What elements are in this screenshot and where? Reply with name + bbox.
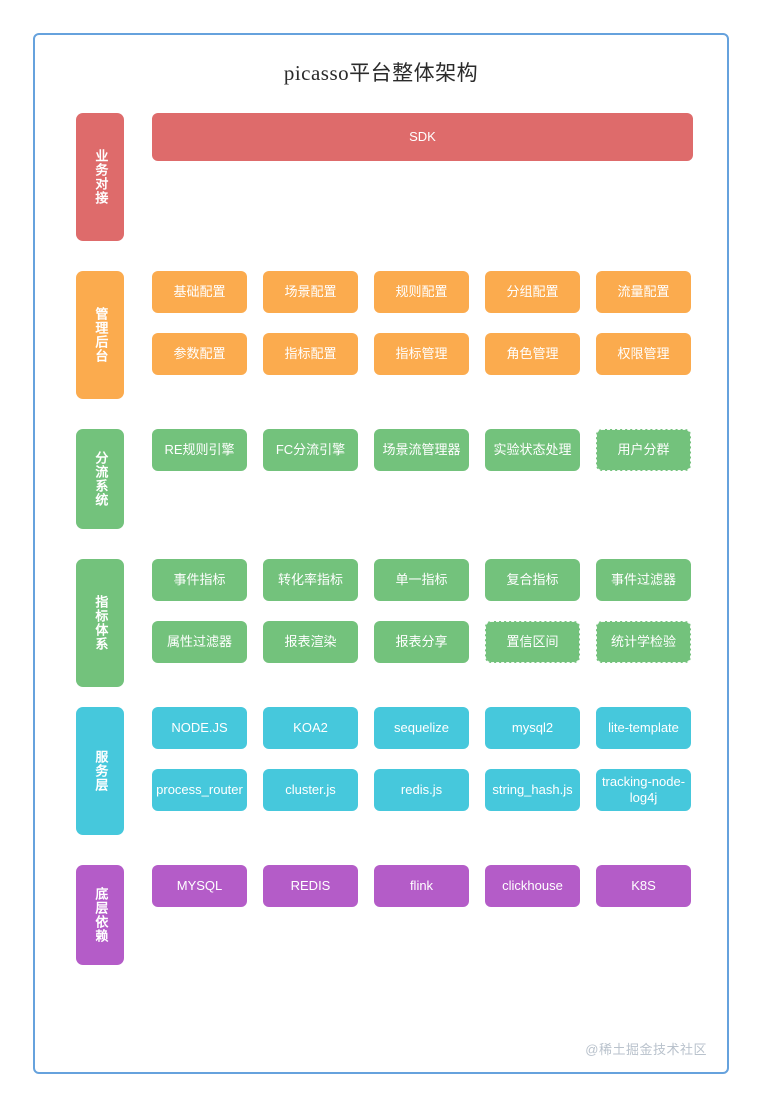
card-row: 基础配置场景配置规则配置分组配置流量配置 [152,271,727,313]
layer-admin: 管理后台基础配置场景配置规则配置分组配置流量配置参数配置指标配置指标管理角色管理… [35,271,727,399]
card-row: SDK [152,113,727,161]
card-admin-1-0[interactable]: 参数配置 [152,333,247,375]
card-service-0-0[interactable]: NODE.JS [152,707,247,749]
card-service-1-4[interactable]: tracking-node-log4j [596,769,691,811]
layer-service: 服务层 NODE.JS KOA2 sequelize mysql2 lite-templa… [35,707,727,835]
layer-label-text: 底层依赖 [93,887,109,943]
layer-label-text: 指标体系 [93,595,109,651]
card-service-1-2[interactable]: redis.js [374,769,469,811]
layer-label-service[interactable]: 服务层 [76,707,124,835]
card-metric-1-4[interactable]: 统计学检验 [596,621,691,663]
card-split-0-0[interactable]: RE规则引擎 [152,429,247,471]
layer-label-metric[interactable]: 指标体系 [76,559,124,687]
layer-label-split[interactable]: 分流系统 [76,429,124,529]
card-metric-1-1[interactable]: 报表渲染 [263,621,358,663]
card-row: 事件指标转化率指标单一指标复合指标事件过滤器 [152,559,727,601]
layer-body-business: SDK [152,113,727,161]
card-business-0-0[interactable]: SDK [152,113,693,161]
layer-label-text: 服务层 [93,750,109,792]
card-row: MYSQL REDIS flink clickhouse K8S [152,865,727,907]
card-service-0-2[interactable]: sequelize [374,707,469,749]
card-admin-0-3[interactable]: 分组配置 [485,271,580,313]
card-metric-0-4[interactable]: 事件过滤器 [596,559,691,601]
card-service-1-1[interactable]: cluster.js [263,769,358,811]
card-metric-1-3[interactable]: 置信区间 [485,621,580,663]
card-admin-0-2[interactable]: 规则配置 [374,271,469,313]
card-admin-0-1[interactable]: 场景配置 [263,271,358,313]
card-row: NODE.JS KOA2 sequelize mysql2 lite-template [152,707,727,749]
layer-label-text: 业务对接 [93,149,109,205]
layer-body-service: NODE.JS KOA2 sequelize mysql2 lite-template p… [152,707,727,811]
page-title: picasso平台整体架构 [283,61,479,85]
card-admin-0-0[interactable]: 基础配置 [152,271,247,313]
card-service-1-0[interactable]: process_router [152,769,247,811]
card-infra-0-0[interactable]: MYSQL [152,865,247,907]
layer-body-admin: 基础配置场景配置规则配置分组配置流量配置参数配置指标配置指标管理角色管理权限管理 [152,271,727,375]
card-infra-0-1[interactable]: REDIS [263,865,358,907]
card-split-0-1[interactable]: FC分流引擎 [263,429,358,471]
card-service-1-3[interactable]: string_hash.js [485,769,580,811]
card-split-0-2[interactable]: 场景流管理器 [374,429,469,471]
layer-split: 分流系统 RE规则引擎 FC分流引擎场景流管理器实验状态处理用户分群 [35,429,727,529]
card-admin-1-4[interactable]: 权限管理 [596,333,691,375]
layer-label-infra[interactable]: 底层依赖 [76,865,124,965]
layer-infra: 底层依赖 MYSQL REDIS flink clickhouse K8S [35,865,727,965]
layer-body-infra: MYSQL REDIS flink clickhouse K8S [152,865,727,907]
card-metric-0-1[interactable]: 转化率指标 [263,559,358,601]
layer-business: 业务对接 SDK [35,113,727,241]
card-metric-0-2[interactable]: 单一指标 [374,559,469,601]
card-metric-1-0[interactable]: 属性过滤器 [152,621,247,663]
card-service-0-1[interactable]: KOA2 [263,707,358,749]
card-row: 参数配置指标配置指标管理角色管理权限管理 [152,333,727,375]
card-admin-1-2[interactable]: 指标管理 [374,333,469,375]
layer-metric: 指标体系事件指标转化率指标单一指标复合指标事件过滤器属性过滤器报表渲染报表分享置… [35,559,727,687]
card-row: process_router cluster.js redis.js string_h… [152,769,727,811]
card-infra-0-2[interactable]: flink [374,865,469,907]
layer-label-text: 分流系统 [93,451,109,507]
watermark: @稀土掘金技术社区 [585,1042,707,1057]
card-admin-0-4[interactable]: 流量配置 [596,271,691,313]
layer-body-metric: 事件指标转化率指标单一指标复合指标事件过滤器属性过滤器报表渲染报表分享置信区间统… [152,559,727,663]
card-infra-0-3[interactable]: clickhouse [485,865,580,907]
card-service-0-4[interactable]: lite-template [596,707,691,749]
card-infra-0-4[interactable]: K8S [596,865,691,907]
card-row: 属性过滤器报表渲染报表分享置信区间统计学检验 [152,621,727,663]
card-service-0-3[interactable]: mysql2 [485,707,580,749]
card-metric-0-0[interactable]: 事件指标 [152,559,247,601]
card-metric-1-2[interactable]: 报表分享 [374,621,469,663]
card-split-0-4[interactable]: 用户分群 [596,429,691,471]
layer-body-split: RE规则引擎 FC分流引擎场景流管理器实验状态处理用户分群 [152,429,727,471]
card-admin-1-1[interactable]: 指标配置 [263,333,358,375]
layer-label-admin[interactable]: 管理后台 [76,271,124,399]
card-admin-1-3[interactable]: 角色管理 [485,333,580,375]
architecture-diagram-frame: picasso平台整体架构 业务对接 SDK 管理后台 基础配置场景配置规则配置分组配… [33,33,729,1074]
layer-label-business[interactable]: 业务对接 [76,113,124,241]
card-split-0-3[interactable]: 实验状态处理 [485,429,580,471]
card-metric-0-3[interactable]: 复合指标 [485,559,580,601]
layer-label-text: 管理后台 [93,307,109,363]
card-row: RE规则引擎 FC分流引擎场景流管理器实验状态处理用户分群 [152,429,727,471]
